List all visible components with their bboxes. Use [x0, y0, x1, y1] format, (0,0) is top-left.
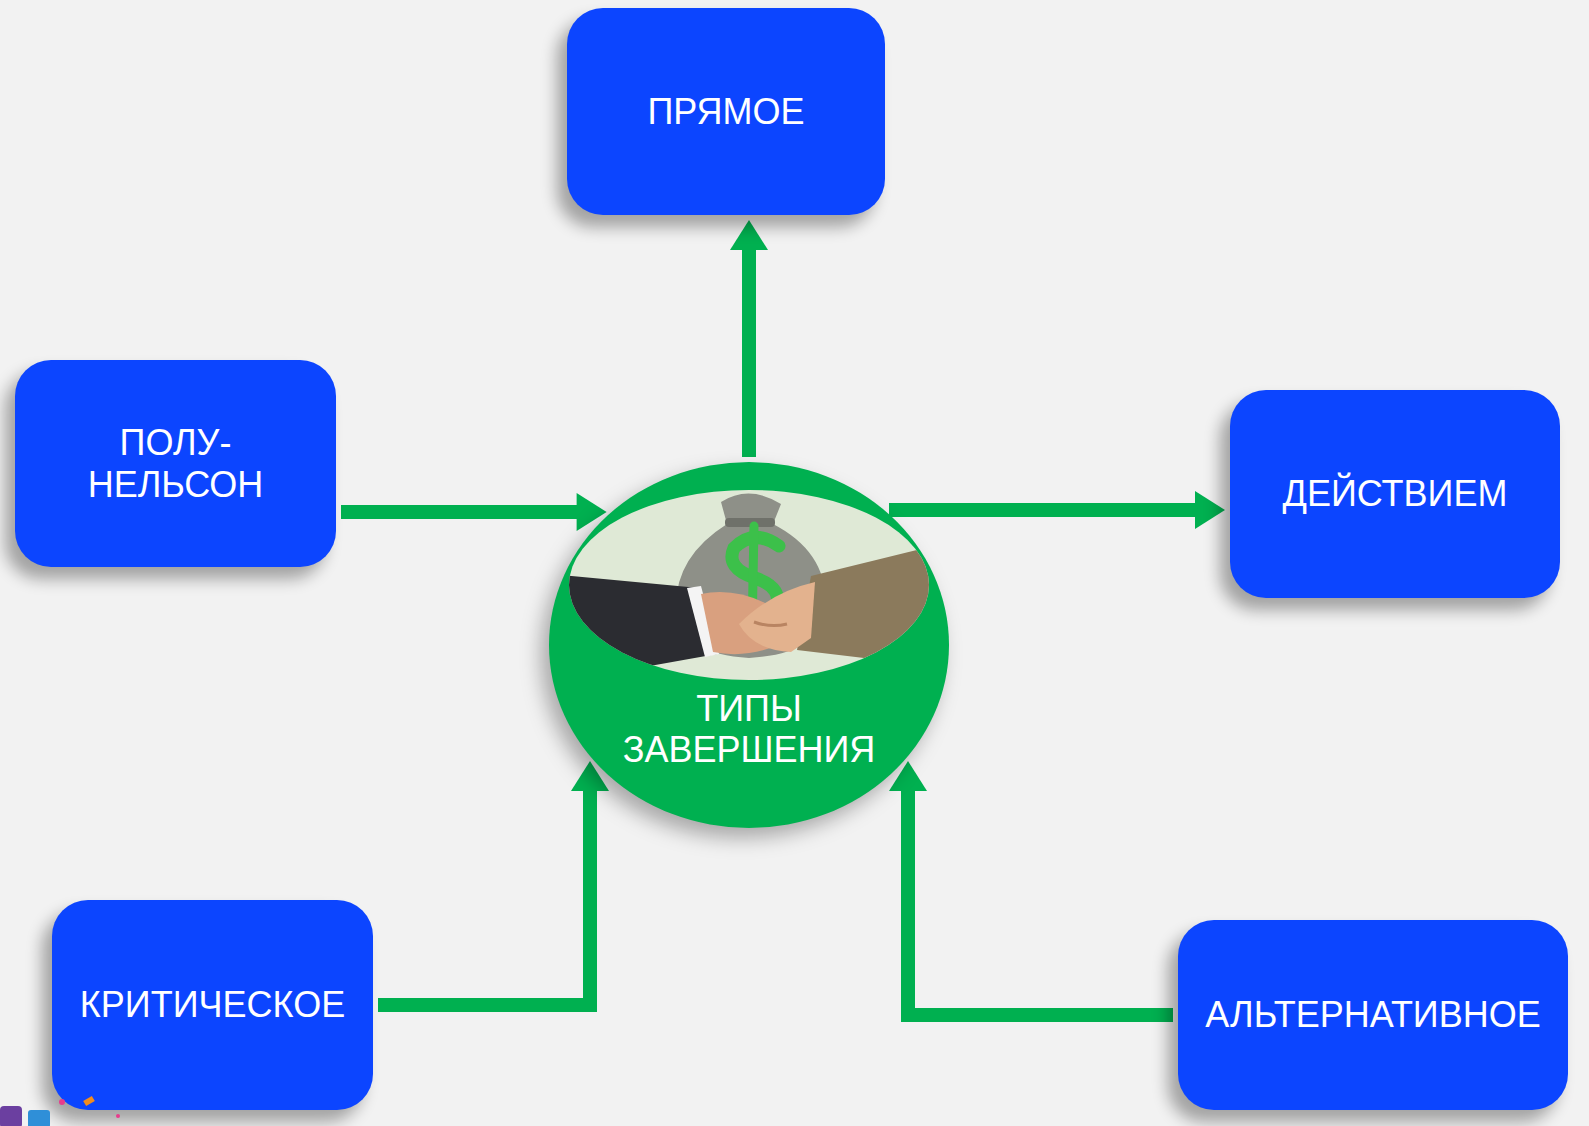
logo-square: [0, 1106, 22, 1126]
corner-logo: [0, 1092, 140, 1126]
illustration-group: [549, 462, 949, 722]
node-text: ТИПЫ ЗАВЕРШЕНИЯ: [599, 688, 899, 771]
arrow-shaft: [742, 248, 756, 457]
logo-dot: [116, 1114, 120, 1118]
node-text: ПОЛУ- НЕЛЬСОН: [56, 422, 296, 505]
arrow-head: [730, 220, 768, 250]
arrow-shaft: [908, 789, 1173, 1015]
type-box: КРИТИЧЕСКОЕ: [52, 900, 373, 1110]
node-text: КРИТИЧЕСКОЕ: [80, 984, 345, 1025]
arrow-connector: [378, 761, 609, 1005]
node-text: ПРЯМОЕ: [647, 91, 804, 132]
right-hand: [739, 582, 815, 652]
logo-dot: [59, 1099, 65, 1105]
type-box: ПРЯМОЕ: [567, 8, 885, 215]
right-sleeve: [797, 542, 949, 668]
illustration-ground: [549, 462, 949, 722]
node-text: АЛЬТЕРНАТИВНОЕ: [1205, 994, 1541, 1035]
arrow-connector: [730, 220, 768, 457]
arrow-connector: [889, 491, 1225, 529]
type-box: ДЕЙСТВИЕМ: [1230, 390, 1560, 598]
type-box: ПОЛУ- НЕЛЬСОН: [15, 360, 336, 567]
circle-fill: [549, 462, 949, 828]
logo-confetti: [83, 1096, 95, 1106]
arrow-connector: [889, 761, 1173, 1015]
logo-square: [28, 1110, 50, 1126]
arrow-shaft: [889, 503, 1197, 517]
type-box: АЛЬТЕРНАТИВНОЕ: [1178, 920, 1568, 1110]
handshake-illustration: [549, 462, 949, 828]
arrow-shaft: [378, 789, 590, 1005]
finger-line: [754, 622, 787, 626]
arrow-shaft: [341, 505, 579, 519]
arrow-connector: [341, 493, 607, 531]
arrow-head: [1195, 491, 1225, 529]
node-text: ДЕЙСТВИЕМ: [1283, 473, 1508, 514]
